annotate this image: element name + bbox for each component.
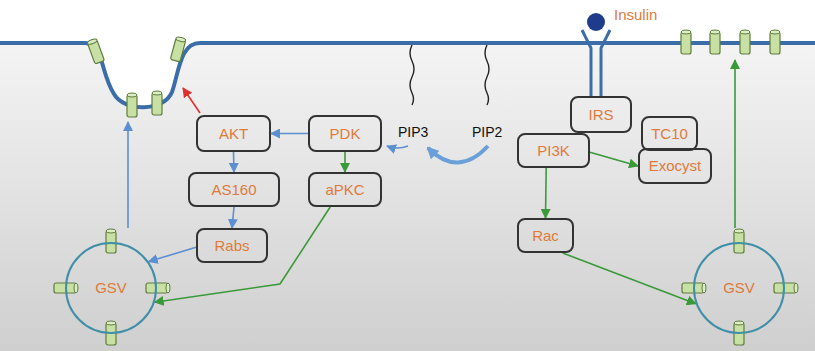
vesicle-circle: GSV: [65, 242, 157, 334]
protein-box: Rac: [517, 218, 574, 253]
signal-arrow: [545, 168, 547, 218]
text-label: PIP3: [398, 123, 428, 141]
node-label: PDK: [330, 125, 361, 143]
protein-box: PDK: [308, 115, 382, 152]
vesicle-circle: GSV: [693, 242, 785, 334]
node-label: Rac: [532, 227, 559, 245]
signal-arrow: [232, 207, 234, 228]
signal-arrow: [233, 152, 235, 172]
node-label: IRS: [588, 106, 613, 124]
signal-arrow: [563, 253, 696, 304]
node-label: Rabs: [214, 237, 249, 255]
protein-box: aPKC: [308, 172, 382, 207]
signal-arrow: [149, 247, 196, 261]
node-label: TC10: [651, 125, 688, 143]
signal-arrow: [344, 152, 346, 172]
node-label: GSV: [723, 279, 755, 297]
signal-arrow: [590, 152, 638, 166]
protein-box: IRS: [570, 96, 632, 133]
node-label: AS160: [211, 181, 256, 199]
text-label: PIP2: [472, 123, 502, 141]
protein-box: AS160: [188, 172, 280, 207]
signal-arrow: [271, 133, 308, 135]
signal-arrow: [155, 207, 331, 302]
protein-box: PI3K: [517, 133, 590, 168]
protein-box: TC10: [641, 116, 698, 151]
node-label: PI3K: [537, 142, 570, 160]
protein-box: Exocyst: [638, 148, 712, 184]
node-label: aPKC: [325, 181, 364, 199]
text-label: Insulin: [614, 6, 657, 24]
node-label: Exocyst: [649, 157, 702, 175]
protein-box: Rabs: [196, 228, 268, 263]
node-label: AKT: [219, 125, 248, 143]
node-label: GSV: [95, 279, 127, 297]
protein-box: AKT: [196, 115, 271, 152]
